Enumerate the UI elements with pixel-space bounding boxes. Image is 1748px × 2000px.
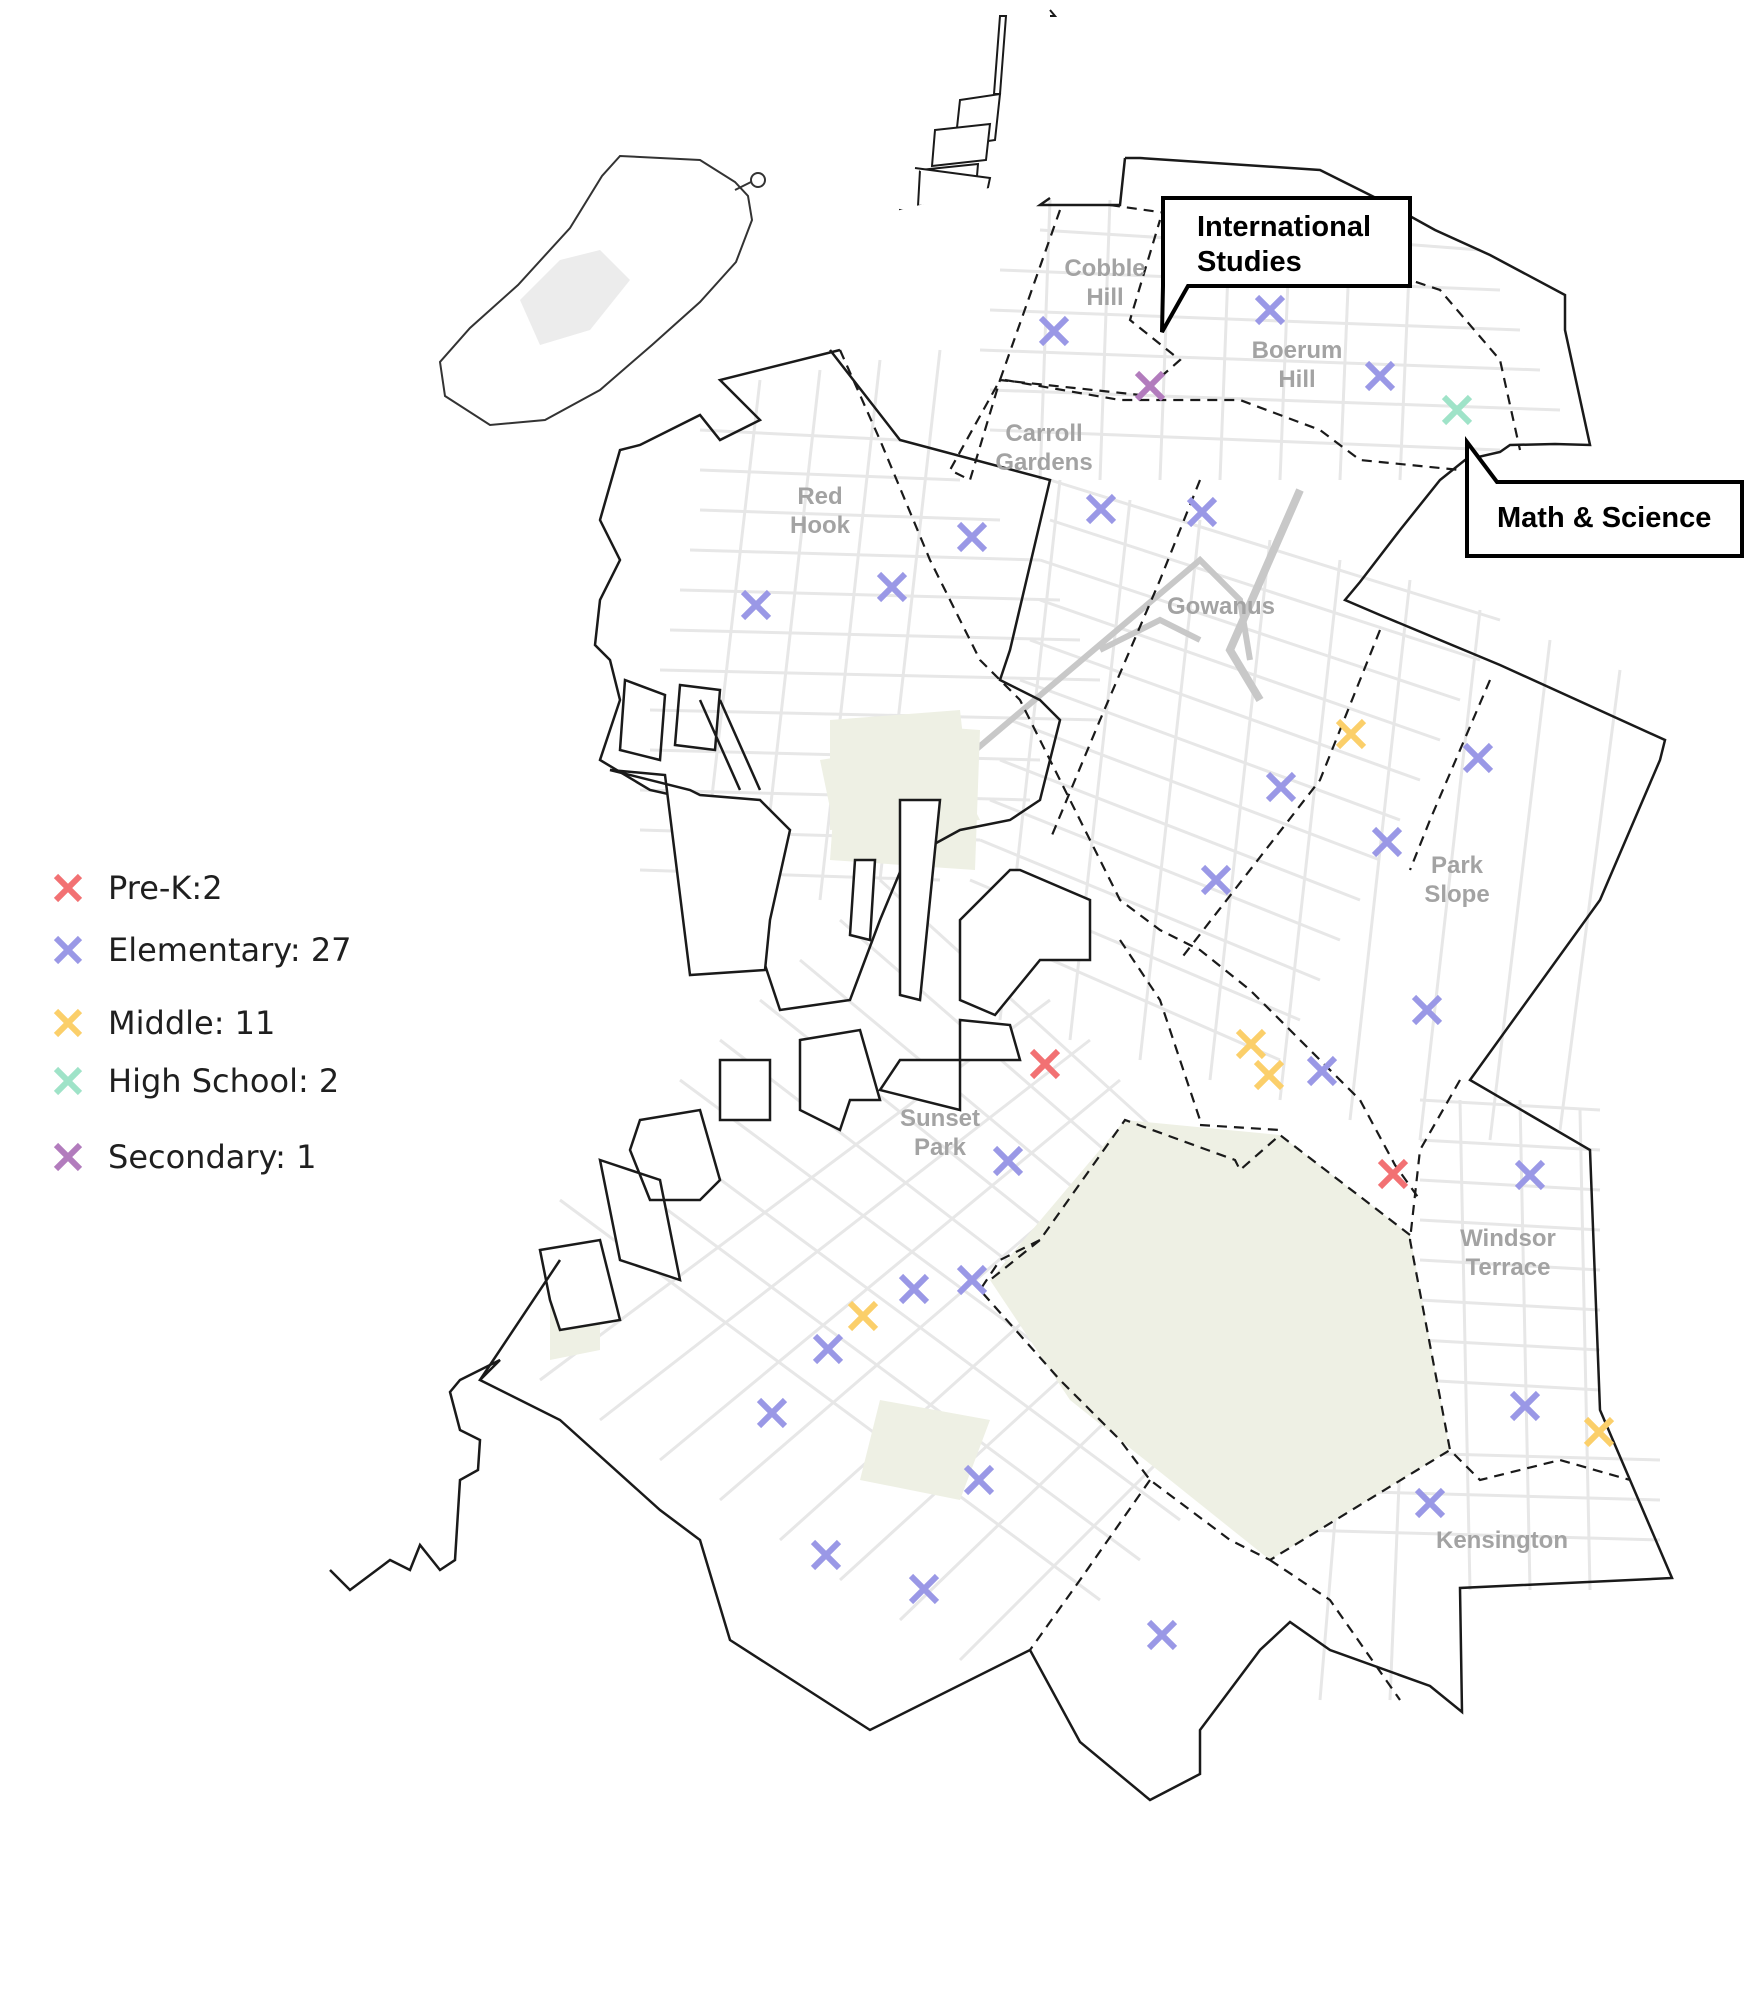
school-marker-elementary <box>1514 1159 1546 1191</box>
school-marker-elementary <box>1146 1619 1178 1651</box>
school-marker-elementary <box>1085 493 1117 525</box>
school-marker-elementary <box>756 1397 788 1429</box>
legend-label: Elementary: 27 <box>108 931 352 969</box>
legend-item-elementary: Elementary: 27 <box>50 930 352 970</box>
legend-item-high-school: High School: 2 <box>50 1061 339 1101</box>
school-marker-elementary <box>956 521 988 553</box>
school-marker-middle <box>1253 1059 1285 1091</box>
parks <box>550 710 1450 1560</box>
legend-item-pre-k: Pre-K:2 <box>50 868 223 908</box>
school-marker-middle <box>1235 1028 1267 1060</box>
school-marker-middle <box>1335 718 1367 750</box>
svg-text:Math & Science: Math & Science <box>1497 502 1711 534</box>
legend-label: Middle: 11 <box>108 1004 276 1042</box>
school-marker-elementary <box>963 1464 995 1496</box>
school-marker-elementary <box>1186 496 1218 528</box>
legend-item-secondary: Secondary: 1 <box>50 1137 316 1177</box>
label-gowanus: Gowanus <box>1167 593 1275 620</box>
x-marker-icon <box>53 1142 83 1172</box>
legend-item-middle: Middle: 11 <box>50 1003 275 1043</box>
school-marker-elementary <box>1265 771 1297 803</box>
legend-label: High School: 2 <box>108 1062 340 1100</box>
callout-math-science: Math & Science <box>1465 436 1744 558</box>
x-marker-icon <box>53 873 83 903</box>
x-marker-icon <box>53 1066 83 1096</box>
school-marker-middle <box>847 1300 879 1332</box>
school-marker-elementary <box>908 1573 940 1605</box>
school-marker-elementary <box>1462 742 1494 774</box>
school-marker-elementary <box>1306 1055 1338 1087</box>
school-marker-elementary <box>1200 864 1232 896</box>
legend-label: Secondary: 1 <box>108 1138 317 1176</box>
label-kensington: Kensington <box>1436 1527 1568 1554</box>
school-marker-high-school <box>1441 394 1473 426</box>
school-markers <box>740 294 1615 1651</box>
school-marker-elementary <box>1254 294 1286 326</box>
prospect-park <box>990 1120 1450 1560</box>
coastline <box>329 156 1674 1802</box>
school-marker-middle <box>1583 1416 1615 1448</box>
legend-label: Pre-K:2 <box>108 869 223 907</box>
school-marker-elementary <box>1371 826 1403 858</box>
school-marker-elementary <box>992 1145 1024 1177</box>
school-marker-elementary <box>1411 994 1443 1026</box>
school-marker-elementary <box>876 571 908 603</box>
school-marker-elementary <box>810 1539 842 1571</box>
school-marker-elementary <box>812 1333 844 1365</box>
school-marker-elementary <box>1414 1487 1446 1519</box>
school-marker-pre-k <box>1029 1048 1061 1080</box>
school-marker-elementary <box>1038 315 1070 347</box>
school-marker-pre-k <box>1377 1158 1409 1190</box>
school-marker-elementary <box>740 589 772 621</box>
legend: Pre-K:2 Elementary: 27 Middle: 11 High S… <box>50 860 410 1190</box>
school-marker-elementary <box>1509 1390 1541 1422</box>
x-marker-icon <box>53 935 83 965</box>
school-marker-elementary <box>1364 360 1396 392</box>
school-marker-elementary <box>956 1264 988 1296</box>
school-marker-secondary <box>1134 370 1166 402</box>
school-marker-elementary <box>898 1273 930 1305</box>
x-marker-icon <box>53 1008 83 1038</box>
